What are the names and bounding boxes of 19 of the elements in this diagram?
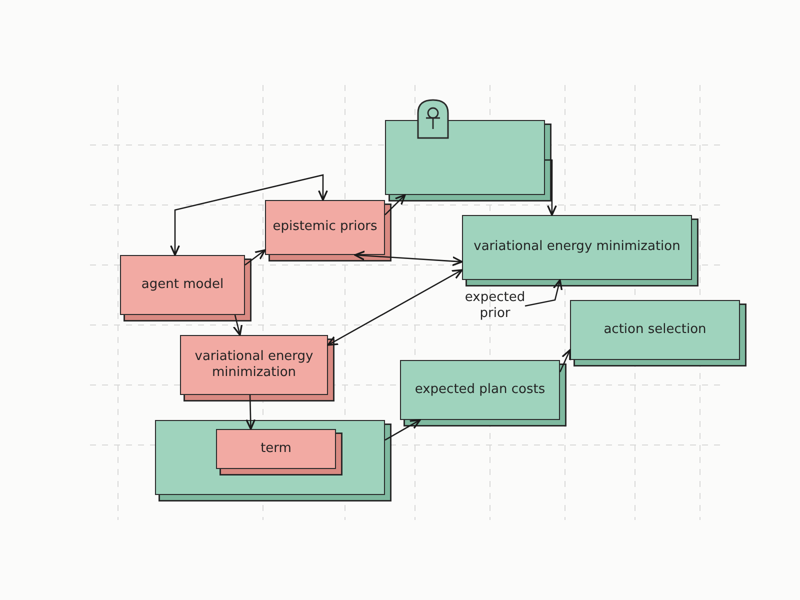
arrow	[246, 394, 256, 430]
arrow	[384, 419, 421, 441]
arrow	[244, 249, 266, 266]
block-label: expected plan costs	[414, 380, 546, 399]
arrow	[327, 269, 463, 346]
block-label: agent model	[140, 276, 225, 294]
block-label: variational energy minimization	[194, 348, 314, 382]
arrow	[545, 159, 557, 216]
arrow	[354, 250, 463, 266]
arrow	[232, 314, 243, 336]
block-label: epistemic priors	[272, 218, 378, 236]
arrow	[559, 349, 571, 372]
arrow	[524, 279, 563, 307]
arrow	[170, 174, 328, 256]
arrow	[384, 194, 406, 216]
note-text: expected prior	[455, 288, 535, 324]
block-label: action selection	[602, 320, 708, 339]
block-label: variational energy minimization	[472, 238, 682, 256]
block-label: term	[260, 440, 292, 458]
